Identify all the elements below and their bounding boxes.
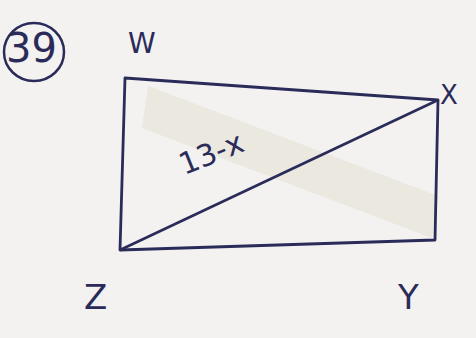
problem-number: 39 bbox=[6, 28, 57, 68]
tape-strip bbox=[142, 86, 438, 238]
problem-circle bbox=[4, 23, 64, 81]
rectangle-outline bbox=[120, 78, 438, 250]
vertex-label: W bbox=[128, 30, 156, 58]
vertex-label: X bbox=[440, 82, 458, 108]
vertex-label: Z bbox=[84, 280, 107, 314]
vertex-label: Y bbox=[398, 280, 419, 314]
diagonal-line bbox=[120, 100, 438, 250]
